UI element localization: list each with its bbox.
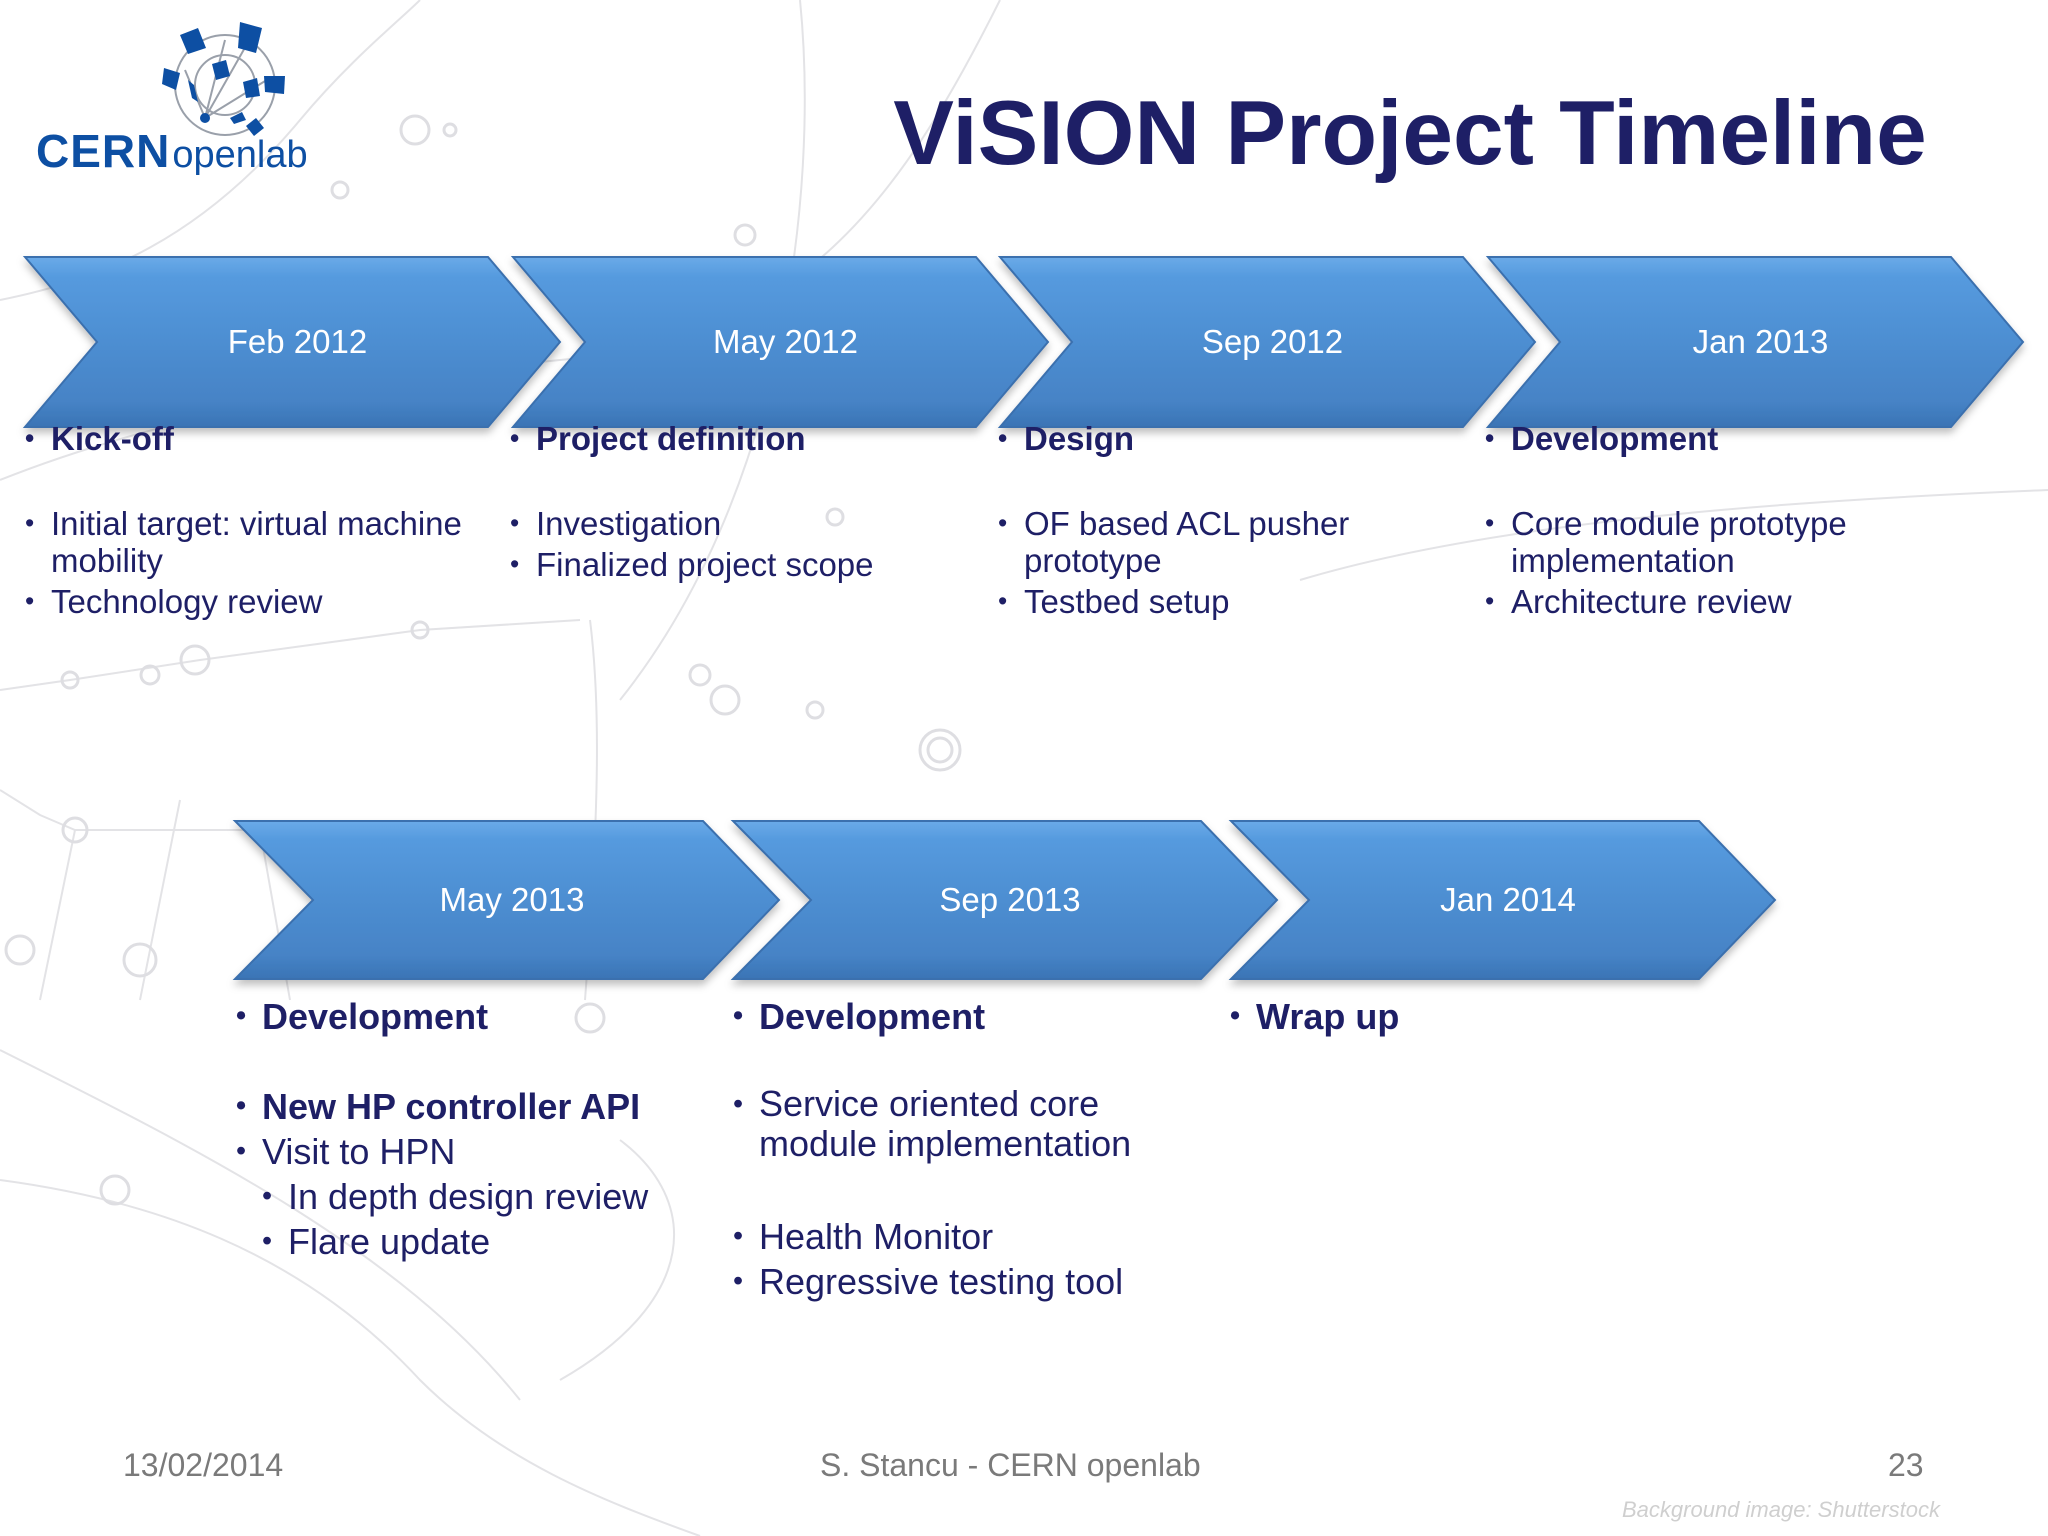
milestone-item: •Health Monitor bbox=[733, 1216, 994, 1257]
milestone-details-may-2012: •Project definition •Investigation •Fina… bbox=[510, 420, 990, 583]
milestone-details-may-2013: •Development •New HP controller API •Vis… bbox=[236, 994, 716, 1264]
chevron-arrow-shape bbox=[997, 256, 1537, 428]
bullet-icon: • bbox=[998, 423, 1008, 453]
bullet-icon: • bbox=[1485, 586, 1495, 616]
chevron-arrow-shape bbox=[730, 820, 1279, 980]
bullet-icon: • bbox=[25, 586, 35, 616]
timeline-chevron-may-2012: May 2012 bbox=[510, 256, 1050, 428]
cern-openlab-logo: CERNopenlab bbox=[30, 10, 330, 177]
chevron-arrow-shape bbox=[1228, 820, 1777, 980]
milestone-heading: •Development bbox=[733, 996, 986, 1037]
chevron-date-label: Jan 2014 bbox=[1440, 881, 1576, 918]
milestone-heading: •Project definition bbox=[510, 420, 806, 457]
milestone-item: •Visit to HPN bbox=[236, 1131, 456, 1172]
chevron-arrow-shape bbox=[232, 820, 781, 980]
bullet-icon: • bbox=[733, 1000, 744, 1032]
bullet-icon: • bbox=[733, 1220, 744, 1252]
footer-date: 13/02/2014 bbox=[123, 1447, 284, 1483]
logo-cern-text: CERN bbox=[36, 125, 171, 177]
bullet-icon: • bbox=[510, 549, 520, 579]
chevron-date-label: Feb 2012 bbox=[227, 323, 368, 360]
bullet-icon: • bbox=[1230, 1000, 1241, 1032]
milestone-details-jan-2013: •Development •Core module prototype impl… bbox=[1485, 420, 1905, 620]
logo-wordmark: CERNopenlab bbox=[36, 124, 308, 178]
timeline-chevron-sep-2013: Sep 2013 bbox=[730, 820, 1279, 980]
globe-network-icon bbox=[162, 22, 285, 136]
timeline-chevron-sep-2012: Sep 2012 bbox=[997, 256, 1537, 428]
bullet-icon: • bbox=[262, 1180, 273, 1212]
milestone-item: •New HP controller API bbox=[236, 1086, 641, 1127]
bullet-icon: • bbox=[510, 423, 520, 453]
bullet-icon: • bbox=[236, 1000, 247, 1032]
milestone-heading: •Wrap up bbox=[1230, 996, 1400, 1037]
milestone-item: •OF based ACL pusher prototype bbox=[998, 505, 1350, 579]
chevron-date-label: May 2012 bbox=[713, 323, 858, 360]
bullet-icon: • bbox=[733, 1088, 744, 1120]
chevron-date-label: Sep 2013 bbox=[939, 881, 1081, 918]
bullet-icon: • bbox=[1485, 423, 1495, 453]
bullet-icon: • bbox=[25, 508, 35, 538]
milestone-item: •Service oriented core module implementa… bbox=[733, 1083, 1132, 1164]
milestone-heading: •Kick-off bbox=[25, 420, 174, 457]
timeline-chevron-may-2013: May 2013 bbox=[232, 820, 781, 980]
bullet-icon: • bbox=[998, 508, 1008, 538]
footer-author: S. Stancu - CERN openlab bbox=[820, 1447, 1201, 1483]
timeline-chevron-jan-2014: Jan 2014 bbox=[1228, 820, 1777, 980]
milestone-item: •Finalized project scope bbox=[510, 546, 874, 583]
milestone-heading: •Development bbox=[1485, 420, 1719, 457]
milestone-details-feb-2012: •Kick-off •Initial target: virtual machi… bbox=[25, 420, 495, 620]
chevron-date-label: Sep 2012 bbox=[1201, 323, 1344, 360]
bullet-icon: • bbox=[236, 1135, 247, 1167]
bullet-icon: • bbox=[262, 1225, 273, 1257]
chevron-date-label: Jan 2013 bbox=[1692, 323, 1829, 360]
milestone-item: •Initial target: virtual machine mobilit… bbox=[25, 505, 462, 579]
milestone-details-sep-2013: •Development •Service oriented core modu… bbox=[733, 994, 1153, 1304]
milestone-heading: •Development bbox=[236, 996, 489, 1037]
timeline-chevron-feb-2012: Feb 2012 bbox=[22, 256, 562, 428]
page-title: ViSION Project Timeline bbox=[893, 83, 1927, 184]
timeline-chevron-jan-2013: Jan 2013 bbox=[1485, 256, 2025, 428]
chevron-arrow-shape bbox=[510, 256, 1050, 428]
bullet-icon: • bbox=[998, 586, 1008, 616]
milestone-subitem: •In depth design review bbox=[262, 1176, 649, 1217]
bullet-icon: • bbox=[1485, 508, 1495, 538]
chevron-arrow-shape bbox=[1485, 256, 2025, 428]
milestone-subitem: •Flare update bbox=[262, 1221, 491, 1262]
chevron-date-label: May 2013 bbox=[439, 881, 585, 918]
milestone-details-sep-2012: •Design •OF based ACL pusher prototype •… bbox=[998, 420, 1398, 620]
milestone-heading: •Design bbox=[998, 420, 1135, 457]
bullet-icon: • bbox=[510, 508, 520, 538]
milestone-details-jan-2014: •Wrap up bbox=[1230, 994, 1630, 1039]
milestone-item: •Architecture review bbox=[1485, 583, 1792, 620]
milestone-item: •Testbed setup bbox=[998, 583, 1230, 620]
slide-number: 23 bbox=[1888, 1447, 1924, 1483]
background-credit: Background image: Shutterstock bbox=[1622, 1497, 1940, 1522]
milestone-item: •Regressive testing tool bbox=[733, 1261, 1124, 1302]
bullet-icon: • bbox=[236, 1090, 247, 1122]
bullet-icon: • bbox=[25, 423, 35, 453]
chevron-arrow-shape bbox=[22, 256, 562, 428]
bullet-icon: • bbox=[733, 1265, 744, 1297]
milestone-item: •Technology review bbox=[25, 583, 323, 620]
logo-openlab-text: openlab bbox=[172, 134, 308, 176]
milestone-item: •Investigation bbox=[510, 505, 722, 542]
milestone-item: •Core module prototype implementation bbox=[1485, 505, 1847, 579]
